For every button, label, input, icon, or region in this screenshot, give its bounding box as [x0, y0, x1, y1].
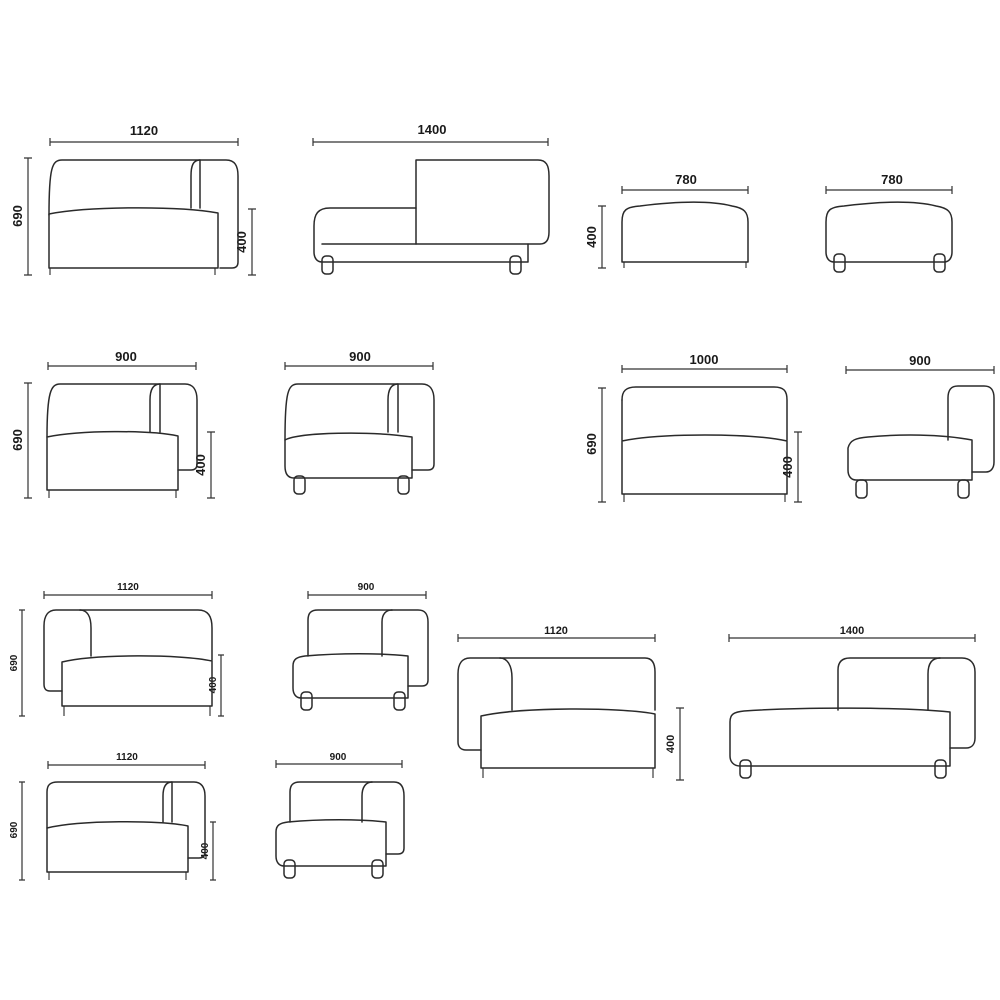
module-7-width-label: 1000 — [690, 352, 719, 367]
module-7-side-view: 1000 690 400 — [584, 352, 802, 503]
module-1-width-label: 1120 — [130, 123, 158, 138]
module-13-side-view: 1120 690 400 — [9, 752, 216, 881]
module-8-side-view: 900 — [845, 353, 995, 499]
module-3-height-label: 400 — [584, 226, 599, 248]
module-6-side-view: 900 — [284, 349, 435, 495]
module-10-side-view: 900 — [292, 582, 429, 711]
module-5-seat-label: 400 — [193, 454, 208, 476]
module-4-width-label: 780 — [881, 172, 903, 187]
module-12-width-label: 1400 — [840, 625, 864, 637]
module-13-height-label: 690 — [9, 821, 20, 838]
module-13-width-label: 1120 — [116, 752, 138, 763]
module-11-width-label: 1120 — [544, 625, 568, 637]
module-2-width-label: 1400 — [418, 122, 447, 137]
module-14-side-view: 900 — [275, 752, 405, 879]
module-12-side-view: 1400 — [728, 625, 976, 779]
module-5-width-label: 900 — [115, 349, 137, 364]
module-9-side-view: 1120 690 400 — [9, 582, 224, 717]
module-1-seat-label: 400 — [234, 231, 249, 253]
module-5-height-label: 690 — [10, 429, 25, 451]
module-9-width-label: 1120 — [117, 582, 139, 593]
module-10-width-label: 900 — [358, 582, 375, 593]
module-11-seat-label: 400 — [665, 735, 677, 753]
module-9-height-label: 690 — [9, 654, 20, 671]
module-1-side-view: 1120 690 400 — [10, 123, 256, 276]
module-9-seat-label: 400 — [208, 676, 219, 693]
module-3-side-view: 780 400 — [584, 172, 749, 269]
module-6-width-label: 900 — [349, 349, 371, 364]
module-3-width-label: 780 — [675, 172, 697, 187]
module-4-side-view: 780 — [825, 172, 953, 273]
module-14-width-label: 900 — [330, 752, 347, 763]
module-5-side-view: 900 690 400 — [10, 349, 215, 499]
module-2-side-view: 1400 — [312, 122, 550, 275]
module-7-height-label: 690 — [584, 433, 599, 455]
module-11-side-view: 1120 400 — [457, 625, 684, 781]
module-8-width-label: 900 — [909, 353, 931, 368]
module-1-height-label: 690 — [10, 205, 25, 227]
